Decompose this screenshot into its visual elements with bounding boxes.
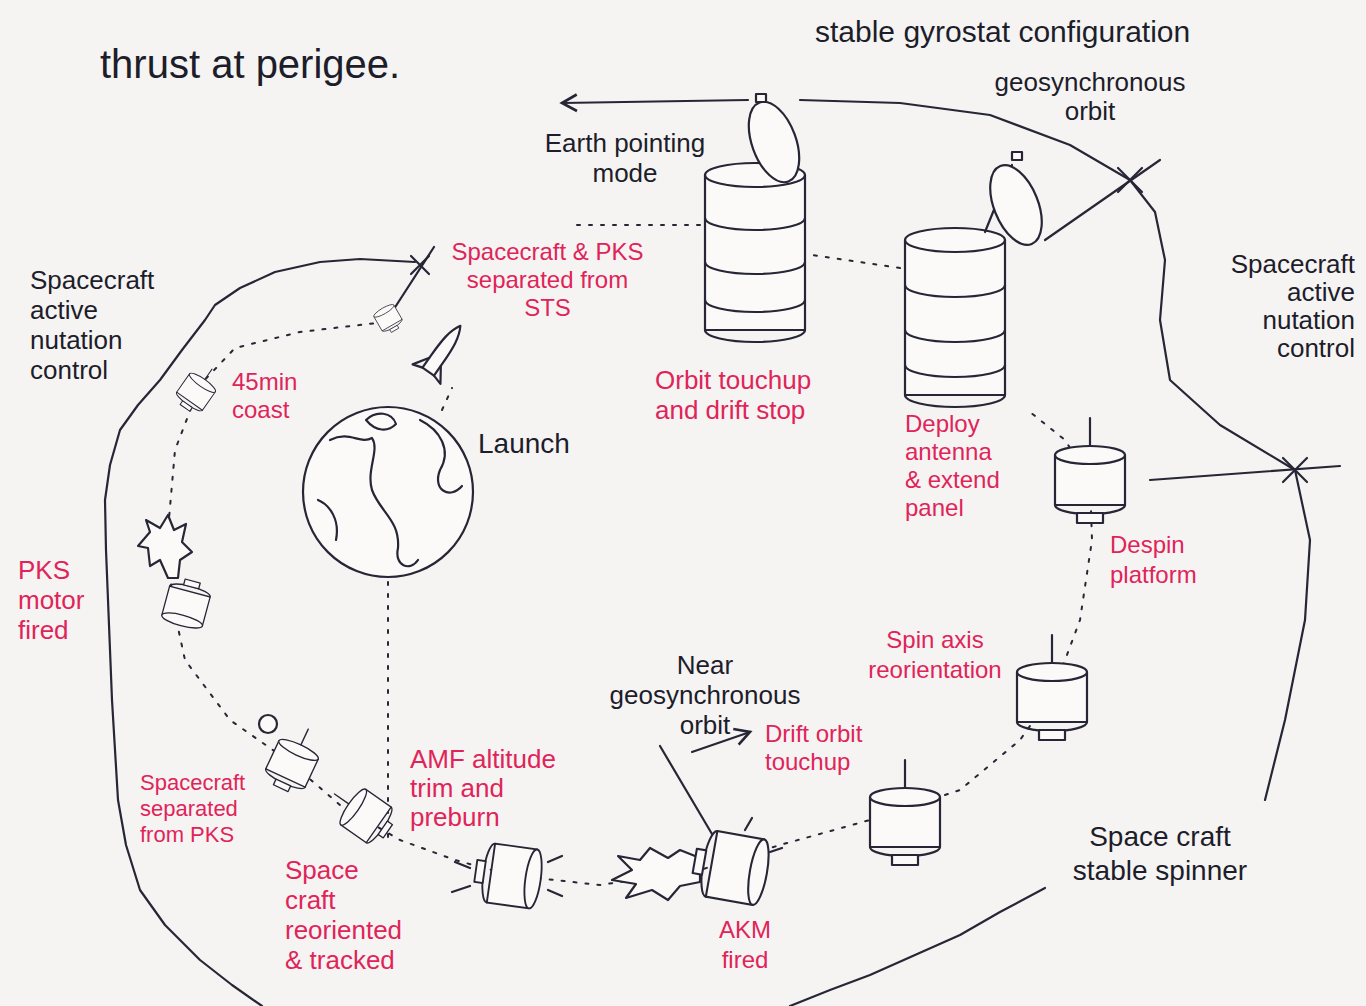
drawing-stroke <box>745 818 782 852</box>
drawing-stroke <box>612 848 700 900</box>
gyrostat-spacecraft <box>705 94 809 342</box>
drawing-stroke <box>756 94 766 102</box>
drawing-stroke <box>705 175 805 330</box>
step-label: Despin platform <box>1110 530 1230 590</box>
drawing-stroke <box>303 407 473 577</box>
drawing-stroke <box>905 228 1005 252</box>
step-label: Launch <box>478 428 570 460</box>
spacecraft <box>372 303 405 337</box>
step-label: Deploy antenna & extend panel <box>905 410 1005 522</box>
drawing-stroke <box>905 395 1005 407</box>
amf-burn <box>452 841 562 909</box>
launch-path <box>442 388 452 410</box>
drawing-stroke <box>705 330 805 342</box>
drawing-stroke <box>318 500 337 540</box>
drawing-stroke <box>739 95 809 189</box>
earth <box>303 407 473 577</box>
drawing-stroke <box>905 285 1005 377</box>
leader-line <box>1045 160 1160 240</box>
akm-firing <box>612 818 782 906</box>
spacecraft <box>172 360 225 417</box>
step-label: AMF altitude trim and preburn <box>410 745 580 832</box>
drawing-stroke <box>413 352 449 384</box>
step-label: Space craft stable spinner <box>1060 820 1260 888</box>
drawing-stroke <box>423 322 467 376</box>
transfer-path <box>812 255 900 268</box>
step-label: Spacecraft active nutation control <box>30 265 190 385</box>
drawing-stroke <box>472 841 545 909</box>
step-label: Orbit touchup and drift stop <box>655 365 850 425</box>
leader-line <box>660 746 712 834</box>
orbit-line <box>800 100 1310 800</box>
drawing-stroke <box>980 158 1052 252</box>
leader-line <box>392 247 434 312</box>
pks-motor-firing <box>138 515 213 631</box>
transfer-path <box>168 322 1092 885</box>
drawing-stroke <box>259 715 277 733</box>
launch-path <box>387 582 389 842</box>
spacecraft <box>322 776 400 849</box>
step-label: geosynchronous orbit <box>975 68 1205 126</box>
cross-mark <box>1283 458 1307 482</box>
cross-mark <box>411 256 429 274</box>
cross-mark <box>1118 168 1142 192</box>
step-label: thrust at perigee. <box>100 40 400 88</box>
drawing-stroke <box>689 828 773 906</box>
step-label: 45min coast <box>232 368 322 424</box>
drawing-stroke <box>261 720 328 797</box>
despun-spacecraft <box>1055 418 1125 523</box>
drawing-stroke <box>452 856 562 896</box>
step-label: Spacecraft active nutation control <box>1195 250 1355 362</box>
spacecraft <box>870 760 940 865</box>
step-label: Spacecraft separated from PKS <box>140 770 270 848</box>
leader-line <box>1150 466 1340 480</box>
spacecraft <box>1017 635 1087 740</box>
drawing-stroke <box>160 576 213 631</box>
spacecraft-separation <box>259 715 328 797</box>
orbit-line <box>105 259 415 1006</box>
drawing-stroke <box>705 218 805 312</box>
drawing-stroke <box>330 436 418 566</box>
step-label: stable gyrostat configuration <box>815 14 1190 50</box>
drawing-stroke <box>366 414 396 430</box>
orbit-line <box>790 888 1045 1006</box>
gyrostat-spacecraft <box>905 152 1052 407</box>
transfer-path <box>568 224 700 226</box>
launch-vehicle <box>413 316 475 384</box>
step-label: AKM fired <box>700 915 790 975</box>
drawing-stroke <box>420 420 462 493</box>
step-label: Space craft reoriented & tracked <box>285 855 410 975</box>
drawing-stroke <box>1012 152 1022 160</box>
step-label: Drift orbit touchup <box>765 720 875 776</box>
step-label: Earth pointing mode <box>520 128 730 188</box>
step-label: Spin axis reorientation <box>850 625 1020 685</box>
drawing-stroke <box>138 515 192 578</box>
direction-arrow <box>562 100 748 103</box>
step-label: Spacecraft & PKS separated from STS <box>445 238 650 322</box>
drawing-stroke <box>905 240 1005 395</box>
step-label: PKS motor fired <box>18 555 103 645</box>
